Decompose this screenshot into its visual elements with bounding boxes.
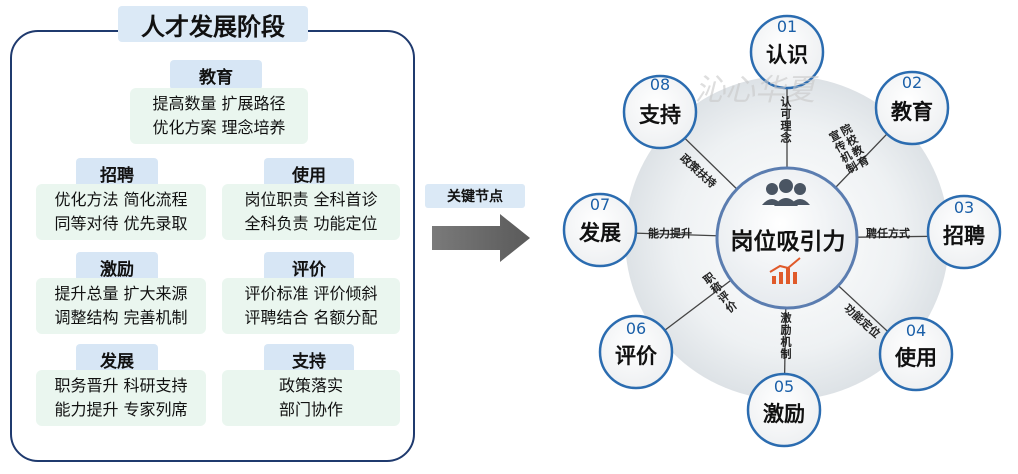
category-line: 职务晋升 科研支持 — [54, 376, 188, 395]
edge-label-05: 激励机制 — [779, 312, 792, 360]
node-label: 评价 — [615, 344, 658, 368]
category-use-box: 岗位职责 全科首诊 全科负责 功能定位 — [222, 184, 400, 240]
node-circle-05 — [746, 372, 822, 448]
category-line: 政策落实 — [278, 376, 343, 395]
category-education-box: 提高数量 扩展路径 优化方案 理念培养 — [130, 88, 308, 144]
node-label: 招聘 — [943, 224, 985, 248]
node-number: 06 — [626, 319, 646, 338]
node-circle-08 — [622, 74, 698, 150]
node-number: 07 — [590, 195, 610, 214]
node-label: 发展 — [578, 221, 621, 245]
category-incentive-label: 激励 — [76, 252, 158, 282]
node-label: 支持 — [639, 103, 681, 127]
edge-label-01: 认可理念 — [779, 96, 792, 144]
category-recruit-label: 招聘 — [76, 158, 158, 188]
node-label: 使用 — [894, 346, 937, 370]
category-line: 同等对待 优先录取 — [54, 214, 188, 233]
key-nodes-label: 关键节点 — [425, 184, 525, 208]
growth-chart-icon — [769, 257, 801, 284]
node-number: 01 — [777, 17, 797, 36]
center-circle — [715, 166, 859, 310]
category-line: 全科负责 功能定位 — [244, 214, 378, 233]
category-line: 评价标准 评价倾斜 — [244, 284, 378, 303]
category-line: 岗位职责 全科首诊 — [244, 190, 378, 209]
category-develop-box: 职务晋升 科研支持 能力提升 专家列席 — [36, 370, 206, 426]
category-recruit-box: 优化方法 简化流程 同等对待 优先录取 — [36, 184, 206, 240]
category-line: 优化方案 理念培养 — [152, 118, 286, 137]
category-line: 优化方法 简化流程 — [54, 190, 188, 209]
node-circle-07 — [562, 192, 638, 268]
node-number: 08 — [650, 75, 670, 94]
node-label: 教育 — [891, 100, 933, 124]
right-arrow-icon — [432, 214, 530, 262]
category-line: 能力提升 专家列席 — [54, 400, 188, 419]
node-circle-04 — [878, 316, 954, 392]
category-support-box: 政策落实 部门协作 — [222, 370, 400, 426]
category-support-label: 支持 — [264, 344, 354, 374]
node-label: 认识 — [766, 43, 808, 67]
node-number: 05 — [774, 377, 794, 396]
category-line: 部门协作 — [278, 400, 343, 419]
node-number: 02 — [902, 73, 922, 92]
node-circle-02 — [874, 70, 950, 146]
node-number: 03 — [954, 198, 974, 217]
category-line: 提高数量 扩展路径 — [152, 94, 286, 113]
category-develop-label: 发展 — [76, 344, 158, 374]
stage-title: 人才发展阶段 — [118, 6, 308, 42]
category-line: 提升总量 扩大来源 — [54, 284, 188, 303]
watermark: 沁心华夏 — [695, 73, 819, 108]
edge-label-07: 能力提升 — [648, 227, 692, 240]
category-line: 调整结构 完善机制 — [54, 308, 188, 327]
center-label: 岗位吸引力 — [730, 229, 846, 255]
edge-label-03: 聘任方式 — [866, 227, 910, 240]
node-circle-03 — [926, 194, 1002, 270]
node-label: 激励 — [763, 402, 805, 426]
node-number: 04 — [906, 321, 926, 340]
category-use-label: 使用 — [264, 158, 354, 188]
node-circle-06 — [598, 314, 674, 390]
category-education-label: 教育 — [170, 60, 262, 90]
node-circle-01 — [749, 14, 825, 90]
people-icon — [762, 179, 810, 206]
category-line: 评聘结合 名额分配 — [244, 308, 378, 327]
category-evaluate-label: 评价 — [264, 252, 354, 282]
category-evaluate-box: 评价标准 评价倾斜 评聘结合 名额分配 — [222, 278, 400, 334]
category-incentive-box: 提升总量 扩大来源 调整结构 完善机制 — [36, 278, 206, 334]
